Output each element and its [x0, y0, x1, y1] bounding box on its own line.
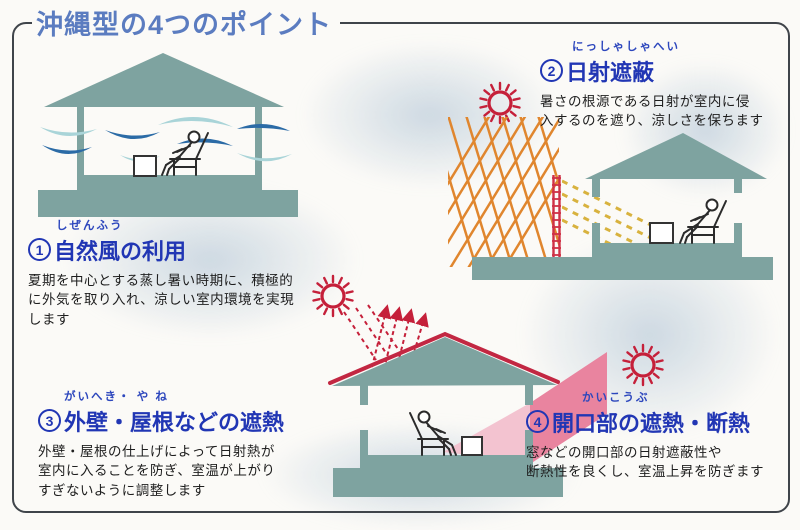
- point-description: 外壁・屋根の仕上げによって日射熱が 室内に入ることを防ぎ、室温が上がり すぎない…: [38, 443, 276, 498]
- frame-border: [12, 22, 790, 513]
- point-heading: 4 開口部の遮熱・断熱: [526, 406, 788, 438]
- furigana: かいこうぶ: [582, 392, 650, 404]
- point-heading: 1 自然風の利用: [28, 234, 328, 266]
- point-description: 夏期を中心とする蒸し暑い時期に、積極的 に外気を取り入れ、涼しい室内環境を実現 …: [28, 272, 295, 327]
- sun-ray-lattice-icon: [448, 117, 559, 267]
- furigana: しぜんふう: [56, 220, 124, 232]
- point-opening-insulation: かいこうぶ 4 開口部の遮熱・断熱 窓などの開口部の日射遮蔽性や 断熱性を良くし…: [526, 392, 788, 482]
- point-wall-roof-shield: がいへき・ や ね 3 外壁・屋根などの遮熱 外壁・屋根の仕上げによって日射熱が…: [38, 391, 342, 500]
- incoming-sun-ray-icon: [343, 304, 401, 361]
- point-title: 日射遮蔽: [566, 59, 655, 85]
- tv-box-icon: [649, 222, 674, 244]
- circled-number: 2: [540, 59, 563, 82]
- point-title: 外壁・屋根などの遮熱: [64, 409, 285, 435]
- illustration-natural-wind-house: [38, 53, 298, 217]
- page-title: 沖縄型の4つのポイント: [32, 3, 341, 42]
- point-description: 暑さの根源である日射が室内に侵 入するのを遮り、涼しさを保ちます: [540, 93, 764, 129]
- furigana: にっしゃしゃへい: [572, 41, 680, 53]
- sunshade-screen-icon: [552, 175, 561, 263]
- furigana: がいへき・ や ね: [64, 391, 169, 403]
- point-description: 窓などの開口部の日射遮蔽性や 断熱性を良くし、室温上昇を防ぎます: [526, 444, 764, 480]
- tv-box-icon: [133, 155, 157, 177]
- point-solar-shading: にっしゃしゃへい 2 日射遮蔽 暑さの根源である日射が室内に侵 入するのを遮り、…: [540, 41, 792, 131]
- tv-box-icon: [461, 436, 483, 456]
- point-title: 開口部の遮熱・断熱: [552, 410, 751, 436]
- circled-number: 3: [38, 409, 61, 432]
- circled-number: 1: [28, 238, 51, 261]
- house-cross-section-icon: [472, 133, 773, 280]
- circled-number: 4: [526, 410, 549, 433]
- point-title: 自然風の利用: [54, 238, 187, 264]
- point-natural-wind: しぜんふう 1 自然風の利用 夏期を中心とする蒸し暑い時期に、積極的 に外気を取…: [28, 220, 328, 329]
- point-heading: 3 外壁・屋根などの遮熱: [38, 405, 342, 437]
- point-heading: 2 日射遮蔽: [540, 55, 792, 87]
